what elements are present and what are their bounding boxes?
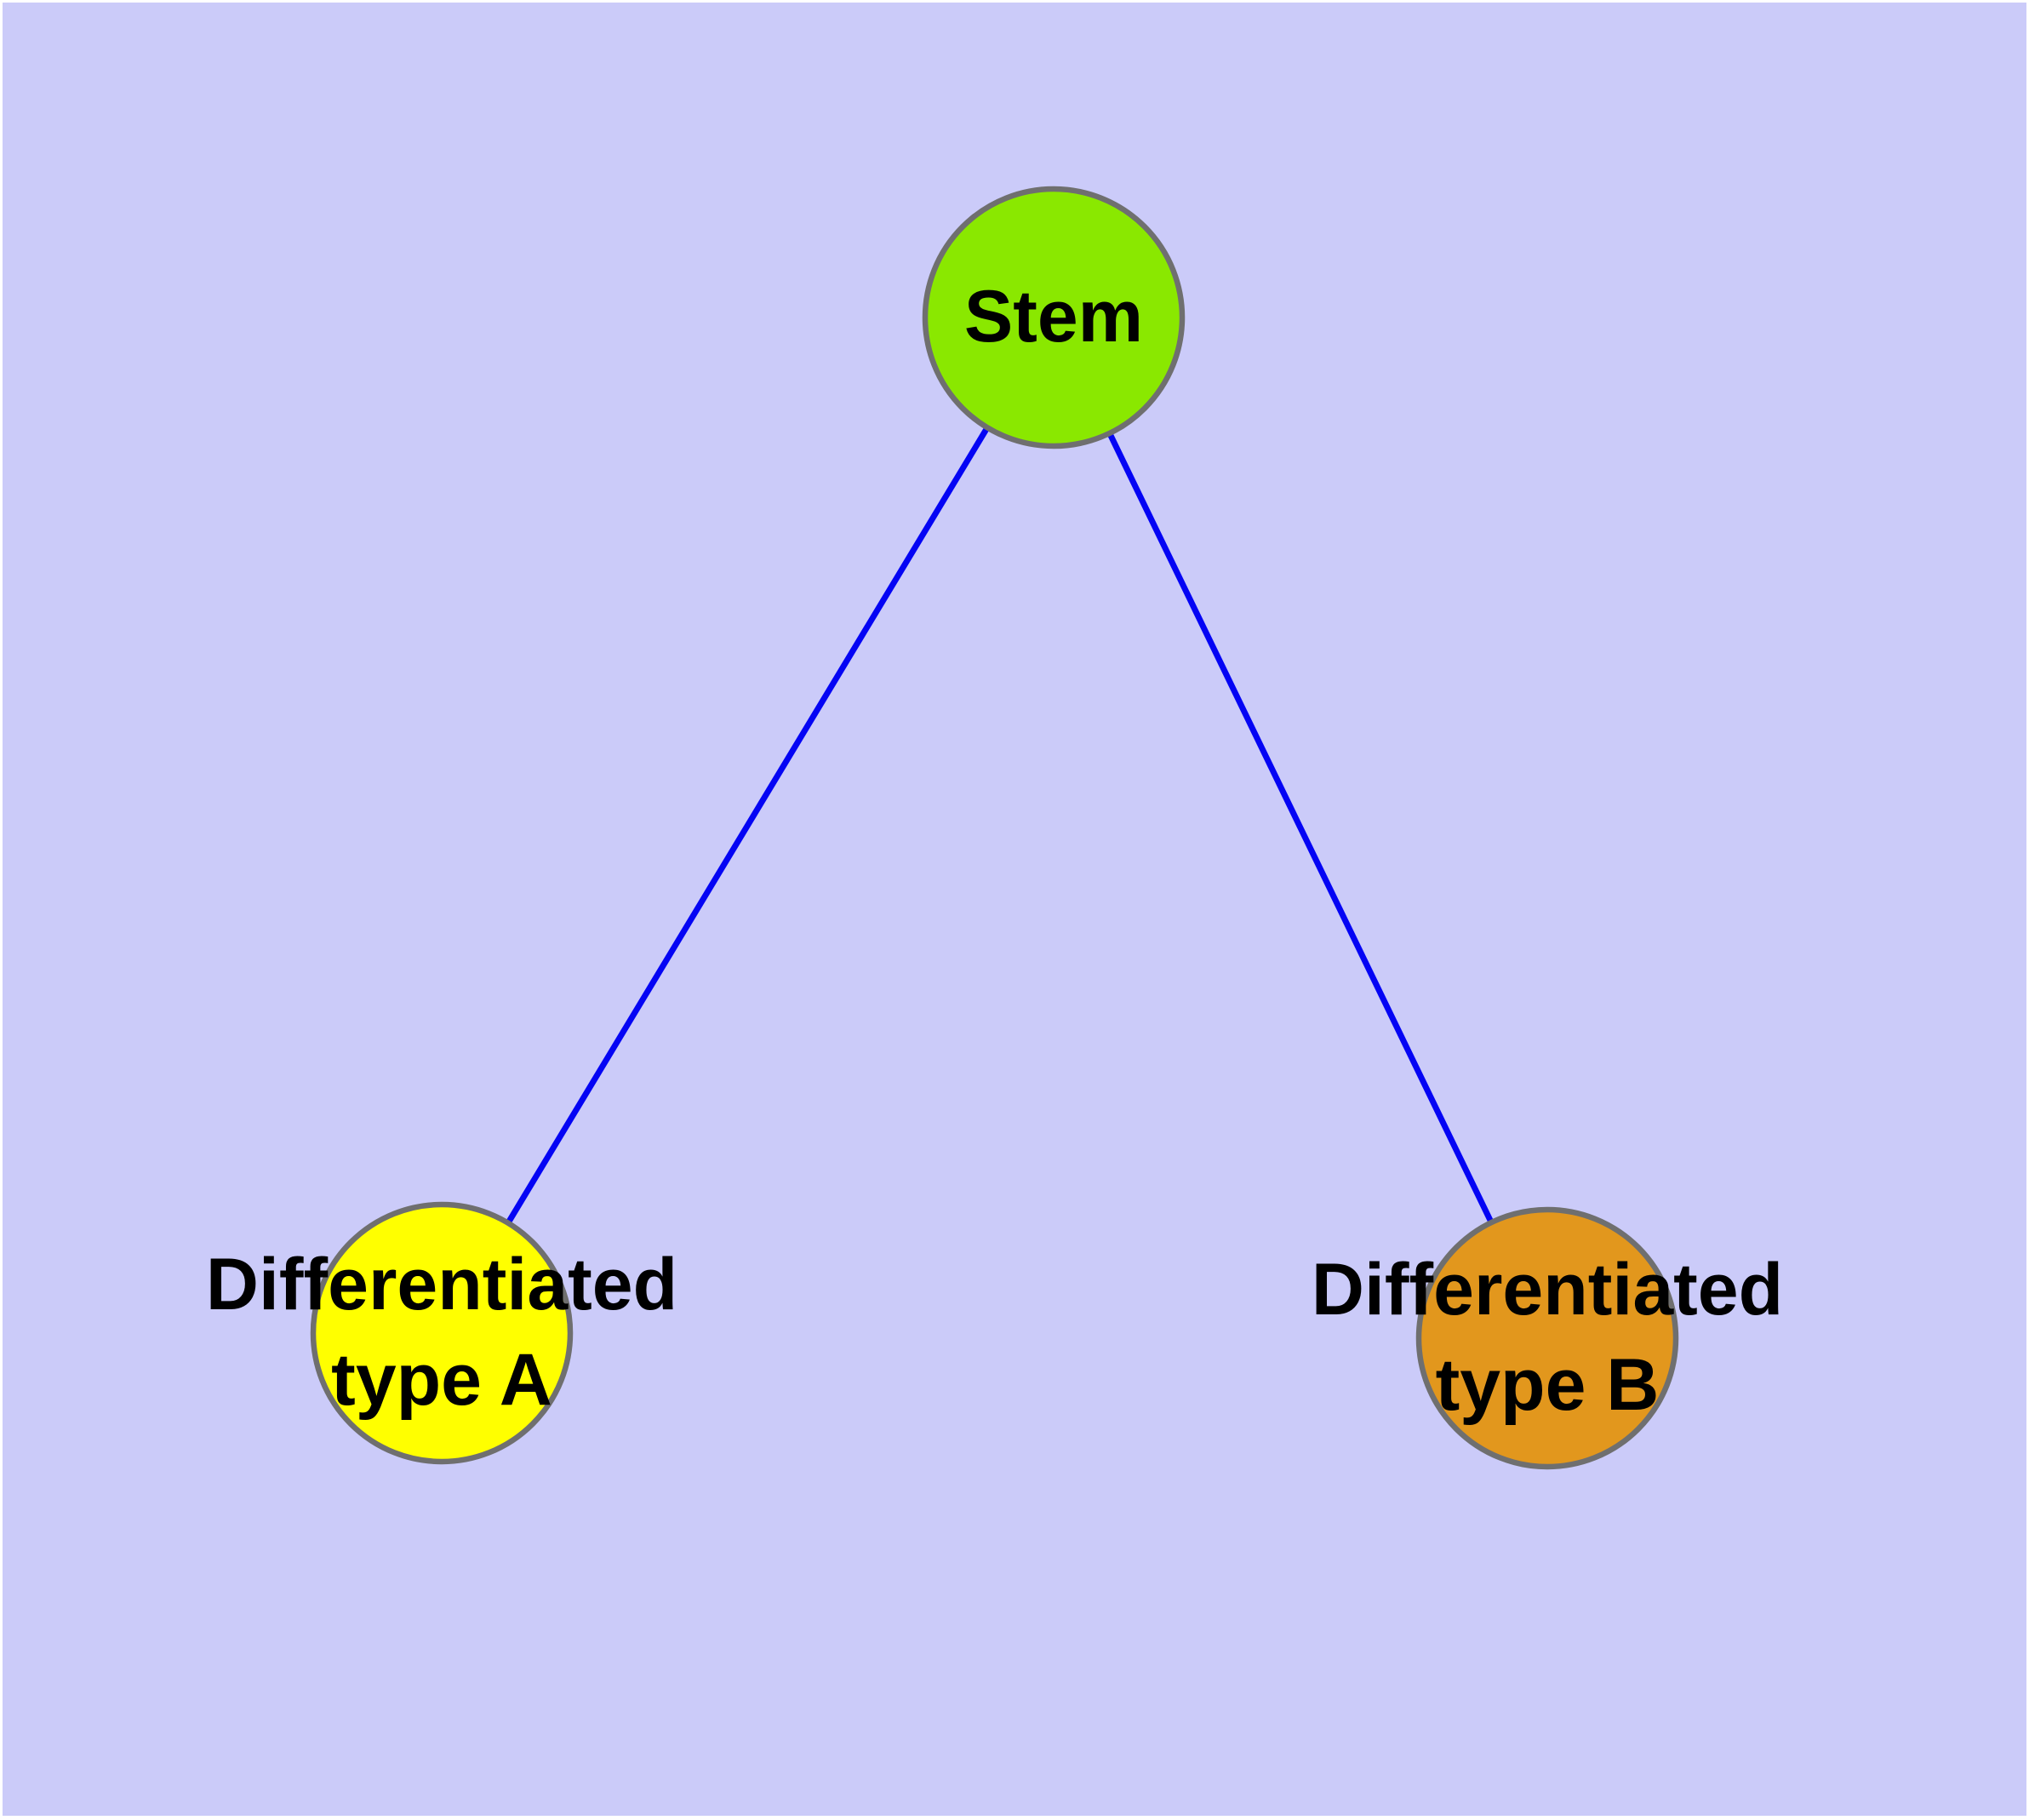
node-stem-circle	[922, 186, 1186, 449]
node-type-a-label: Differentiated type A	[205, 1244, 678, 1421]
edge-stem-to-type-b	[1050, 316, 1551, 1340]
node-type-a-circle	[310, 1201, 574, 1465]
node-stem-label: Stem	[963, 276, 1144, 358]
node-type-b-circle	[1415, 1206, 1679, 1470]
node-type-b-label: Differentiated type B	[1311, 1249, 1784, 1426]
edge-stem-to-type-a	[439, 316, 1056, 1335]
